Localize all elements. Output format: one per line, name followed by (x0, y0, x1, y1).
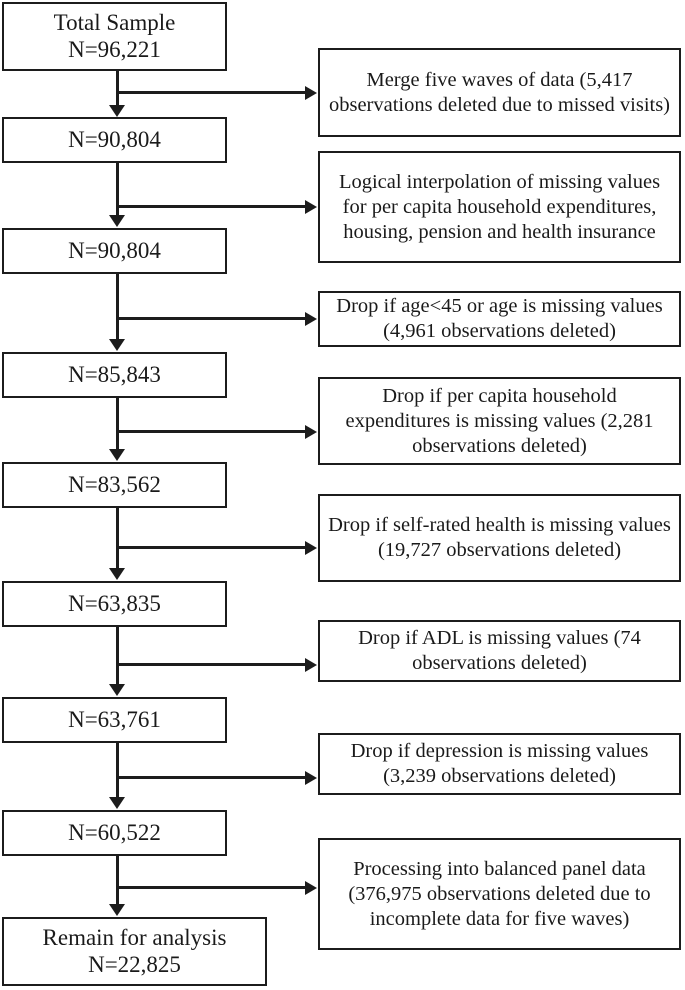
connector-horizontal-e0 (116, 91, 306, 94)
flow-node-line: Total Sample (53, 9, 176, 35)
connector-horizontal-e3 (116, 430, 306, 433)
flow-node-line: N=60,522 (68, 819, 161, 845)
connector-horizontal-e1 (116, 205, 306, 208)
flow-node-total-sample: Total Sample N=96,221 (2, 2, 227, 71)
exclusion-box-logical-interpolation: Logical interpolation of missing values … (318, 151, 681, 263)
flow-node-n6: N=63,761 (2, 697, 227, 743)
exclusion-box-adl: Drop if ADL is missing values (74 observ… (318, 620, 681, 682)
exclusion-text: Logical interpolation of missing values … (338, 170, 661, 243)
connector-vertical-n6-n7 (116, 743, 119, 799)
arrowhead-down-n8 (109, 904, 125, 916)
flow-node-line: N=22,825 (88, 951, 181, 977)
connector-vertical-n4-n5 (116, 508, 119, 569)
flow-node-remain-for-analysis: Remain for analysis N=22,825 (2, 917, 267, 986)
connector-horizontal-e5 (116, 663, 306, 666)
exclusion-box-age: Drop if age<45 or age is missing values … (318, 291, 681, 347)
connector-vertical-n5-n6 (116, 627, 119, 685)
connector-horizontal-e7 (116, 886, 306, 889)
exclusion-text: Drop if depression is missing values (3,… (350, 740, 649, 787)
exclusion-text: Drop if ADL is missing values (74 observ… (358, 627, 641, 674)
arrowhead-down-n6 (109, 684, 125, 696)
exclusion-text: Processing into balanced panel data (376… (348, 857, 651, 930)
flow-node-n2: N=90,804 (2, 228, 227, 274)
connector-vertical-n7-n8 (116, 856, 119, 906)
connector-horizontal-e6 (116, 776, 306, 779)
flow-node-line: N=63,835 (68, 590, 161, 616)
arrowhead-down-n7 (109, 797, 125, 809)
arrowhead-down-n3 (109, 339, 125, 351)
flow-node-n5: N=63,835 (2, 581, 227, 627)
arrowhead-right-e6 (305, 771, 317, 785)
exclusion-text: Merge five waves of data (5,417 observat… (328, 68, 671, 116)
flow-node-n4: N=83,562 (2, 462, 227, 508)
arrowhead-right-e0 (305, 86, 317, 100)
flow-node-n7: N=60,522 (2, 810, 227, 856)
arrowhead-right-e4 (305, 541, 317, 555)
exclusion-text: Drop if age<45 or age is missing values … (336, 295, 663, 342)
arrowhead-right-e2 (305, 312, 317, 326)
connector-vertical-n1-n2 (116, 163, 119, 216)
arrowhead-down-n1 (109, 105, 125, 117)
exclusion-text: Drop if self-rated health is missing val… (328, 514, 671, 561)
flow-node-line: Remain for analysis (42, 924, 227, 950)
arrowhead-down-n2 (109, 215, 125, 227)
flow-node-line: N=63,761 (68, 706, 161, 732)
connector-vertical-n2-n3 (116, 274, 119, 340)
connector-horizontal-e4 (116, 546, 306, 549)
exclusion-text: Drop if per capita household expenditure… (345, 384, 654, 457)
arrowhead-down-n5 (109, 568, 125, 580)
exclusion-box-balanced-panel: Processing into balanced panel data (376… (318, 838, 681, 950)
exclusion-box-household-expenditures: Drop if per capita household expenditure… (318, 377, 681, 465)
connector-vertical-n3-n4 (116, 398, 119, 450)
arrowhead-down-n4 (109, 449, 125, 461)
flow-node-n1: N=90,804 (2, 117, 227, 163)
connector-horizontal-e2 (116, 317, 306, 320)
flow-node-line: N=90,804 (68, 126, 161, 152)
exclusion-box-merge-waves: Merge five waves of data (5,417 observat… (318, 48, 681, 137)
arrowhead-right-e1 (305, 200, 317, 214)
flow-node-line: N=85,843 (68, 361, 161, 387)
flow-node-line: N=96,221 (68, 36, 161, 62)
flow-node-n3: N=85,843 (2, 352, 227, 398)
connector-vertical-n0-n1 (116, 71, 119, 107)
arrowhead-right-e3 (305, 425, 317, 439)
exclusion-box-self-rated-health: Drop if self-rated health is missing val… (318, 494, 681, 582)
flow-node-line: N=83,562 (68, 471, 161, 497)
arrowhead-right-e7 (305, 881, 317, 895)
flow-node-line: N=90,804 (68, 237, 161, 263)
exclusion-box-depression: Drop if depression is missing values (3,… (318, 733, 681, 795)
arrowhead-right-e5 (305, 658, 317, 672)
